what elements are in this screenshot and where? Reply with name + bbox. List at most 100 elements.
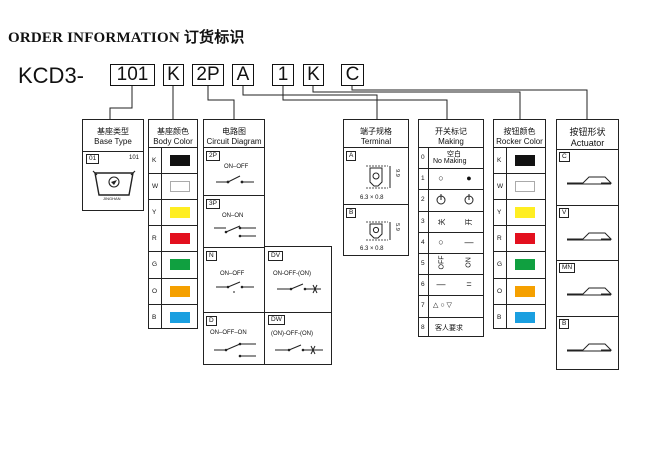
- rocker-color-code: O: [497, 287, 503, 295]
- marking-code: 1: [421, 175, 425, 183]
- rocker-color-code: Y: [497, 209, 502, 217]
- base-type-title-cn: 基座类型: [97, 127, 129, 136]
- body-color-panel: 基座颜色 Body Color K W Y R G O B: [148, 119, 198, 329]
- body-color-title-cn: 基座颜色: [157, 127, 189, 136]
- power-marking-icon: [436, 194, 474, 205]
- marking-text-left: △ ○ ▽: [433, 302, 452, 310]
- body-color-code: O: [152, 287, 158, 295]
- marking-code: 8: [421, 323, 425, 331]
- circuit-code-dv: DV: [268, 251, 284, 261]
- rocker-color-swatch: [515, 181, 535, 193]
- marking-text-right: No Making: [433, 158, 467, 165]
- terminal-title-en: Terminal: [360, 137, 392, 146]
- body-color-code: B: [152, 313, 157, 321]
- rocker-color-swatch: [515, 285, 535, 297]
- circuit-label-3p: ON–ON: [222, 213, 244, 219]
- body-color-title-en: Body Color: [153, 137, 193, 146]
- rocker-color-swatch: [515, 311, 535, 323]
- circuit-title-cn: 电路图: [222, 127, 246, 136]
- marking-code: 7: [421, 302, 425, 310]
- code-segment-body-color: K: [163, 64, 184, 86]
- page-title: ORDER INFORMATION 订货标识: [8, 30, 245, 46]
- terminal-b-height: 5.9: [393, 223, 400, 231]
- circuit-label-2p: ON–OFF: [224, 164, 249, 170]
- body-color-code: Y: [152, 209, 157, 217]
- base-type-code: 01: [86, 154, 100, 164]
- marking-text-left: 关: [439, 218, 446, 226]
- terminal-code-b: B: [346, 208, 357, 218]
- rocker-color-swatch: [515, 259, 535, 271]
- circuit-label-dv: ON-OFF-(ON): [273, 271, 311, 277]
- marking-text-right: ●: [466, 173, 472, 184]
- circuit-dw-diagram: [275, 344, 323, 355]
- marking-title-en: Making: [438, 137, 464, 146]
- base-type-value: 101: [128, 155, 139, 161]
- circuit-label-d: ON–OFF–ON: [210, 330, 247, 336]
- marking-code: 3: [421, 217, 425, 225]
- body-color-code: K: [152, 157, 157, 164]
- body-color-swatch: [170, 207, 190, 219]
- marking-code: 6: [421, 281, 425, 289]
- code-segment-rocker-color: K: [303, 64, 324, 86]
- terminal-b-icon: [366, 221, 391, 241]
- body-color-code: G: [152, 261, 158, 269]
- rocker-color-swatch: [515, 155, 535, 166]
- rocker-color-title-cn: 按钮颜色: [503, 127, 536, 136]
- marking-text-right: 开: [466, 218, 473, 226]
- circuit-title-en: Circuit Diagram: [206, 137, 262, 146]
- marking-text-right: ON: [465, 257, 473, 268]
- circuit-2p-diagram: [216, 175, 254, 184]
- body-color-swatch: [170, 233, 190, 245]
- body-color-code: R: [152, 235, 157, 243]
- circuit-extension-panel: DV ON-OFF-(ON) DW (ON)-OFF-(ON): [264, 246, 332, 365]
- circuit-code-n: N: [206, 251, 217, 261]
- body-color-code: W: [152, 183, 159, 191]
- body-color-swatch: [170, 181, 190, 193]
- circuit-label-n: ON–OFF: [220, 271, 245, 277]
- actuator-code: MN: [559, 263, 576, 273]
- actuator-title-en: Actuator: [570, 138, 605, 148]
- rocker-color-code: K: [497, 157, 502, 164]
- terminal-code-a: A: [346, 151, 357, 161]
- base-type-title-en: Base Type: [94, 137, 132, 146]
- marking-title-cn: 开关标记: [435, 127, 467, 136]
- marking-text-left: 空白: [447, 151, 461, 158]
- rocker-color-swatch: [515, 207, 535, 219]
- base-type-panel: 基座类型 Base Type 01 101 JINGHAN: [82, 119, 144, 211]
- circuit-panel: 电路图 Circuit Diagram 2P ON–OFF 3P ON–ON N…: [203, 119, 265, 365]
- marking-text-right: —: [464, 236, 474, 247]
- rocker-color-code: R: [497, 235, 502, 243]
- terminal-a-height: 9.9: [393, 169, 400, 177]
- marking-code: 2: [421, 196, 425, 204]
- code-segment-circuit: 2P: [192, 64, 224, 86]
- circuit-code-2p: 2P: [206, 151, 220, 161]
- rocker-actuator-icon: [567, 287, 613, 296]
- circuit-n-diagram: [216, 281, 254, 293]
- body-color-swatch: [170, 311, 190, 323]
- circuit-d-diagram: [214, 342, 256, 358]
- rocker-color-swatch: [515, 233, 535, 245]
- terminal-a-dim: 6.3 × 0.8: [360, 195, 384, 201]
- base-logo-text: JINGHAN: [103, 196, 121, 201]
- marking-code: 4: [421, 238, 425, 246]
- circuit-code-d: D: [206, 316, 217, 326]
- code-segment-actuator: C: [341, 64, 364, 86]
- body-color-swatch: [170, 155, 190, 166]
- marking-code: 5: [421, 260, 425, 267]
- rocker-color-code: W: [497, 183, 504, 191]
- marking-text-left: 客人要求: [435, 324, 463, 332]
- code-prefix: KCD3-: [18, 63, 85, 88]
- actuator-code: B: [559, 318, 570, 329]
- marking-text-left: —: [436, 279, 446, 290]
- terminal-title-cn: 端子规格: [360, 127, 392, 136]
- circuit-code-dw: DW: [268, 315, 285, 325]
- circuit-code-3p: 3P: [206, 199, 220, 209]
- code-segment-base: 101: [110, 64, 155, 86]
- actuator-code: C: [559, 152, 570, 162]
- code-segment-terminal: A: [232, 64, 254, 86]
- marking-text-right: =: [466, 279, 472, 290]
